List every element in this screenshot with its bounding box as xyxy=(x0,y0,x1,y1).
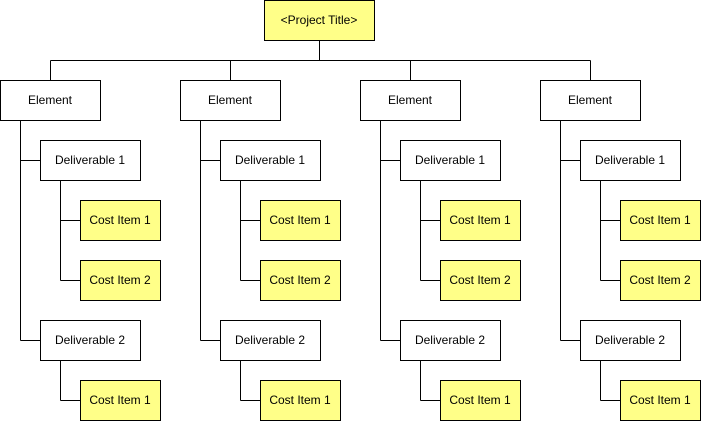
deliverable-node-label: Deliverable 2 xyxy=(55,333,125,347)
element-node: Element xyxy=(360,80,461,121)
deliverable-node: Deliverable 1 xyxy=(220,140,321,181)
element-node: Element xyxy=(180,80,281,121)
element-node-label: Element xyxy=(28,93,73,107)
cost-item-node-box xyxy=(80,380,161,421)
element-node-box xyxy=(540,80,641,121)
cost-item-node-box xyxy=(80,260,161,301)
cost-item-node-label: Cost Item 1 xyxy=(629,393,691,407)
cost-item-node-box xyxy=(440,200,521,241)
cost-item-node-label: Cost Item 1 xyxy=(89,213,151,227)
deliverable-node: Deliverable 1 xyxy=(580,140,681,181)
deliverable-node-box xyxy=(40,320,141,361)
cost-item-node-label: Cost Item 2 xyxy=(629,273,691,287)
cost-item-node: Cost Item 1 xyxy=(80,200,161,241)
cost-item-node: Cost Item 1 xyxy=(260,380,341,421)
project-title-node: <Project Title> xyxy=(264,0,375,41)
element-node-label: Element xyxy=(568,93,613,107)
cost-item-node-box xyxy=(260,200,341,241)
element-node-label: Element xyxy=(208,93,253,107)
deliverable-node-label: Deliverable 1 xyxy=(55,153,125,167)
deliverable-node-box xyxy=(400,320,501,361)
deliverable-node: Deliverable 1 xyxy=(400,140,501,181)
deliverable-node-box xyxy=(220,320,321,361)
deliverable-node: Deliverable 2 xyxy=(580,320,681,361)
connector-lines xyxy=(20,40,620,401)
cost-item-node: Cost Item 1 xyxy=(80,380,161,421)
cost-item-node: Cost Item 1 xyxy=(440,200,521,241)
cost-item-node-label: Cost Item 2 xyxy=(449,273,511,287)
cost-item-node-label: Cost Item 1 xyxy=(89,393,151,407)
element-node-box xyxy=(180,80,281,121)
deliverable-node-box xyxy=(40,140,141,181)
element-node: Element xyxy=(0,80,101,121)
deliverable-node-box xyxy=(580,140,681,181)
deliverable-node: Deliverable 2 xyxy=(400,320,501,361)
deliverable-node-label: Deliverable 1 xyxy=(595,153,665,167)
cost-item-node-box xyxy=(80,200,161,241)
cost-item-node: Cost Item 1 xyxy=(440,380,521,421)
cost-item-node-box xyxy=(440,380,521,421)
cost-item-node-box xyxy=(440,260,521,301)
deliverable-node-label: Deliverable 2 xyxy=(235,333,305,347)
deliverable-node-label: Deliverable 2 xyxy=(415,333,485,347)
project-title-node-box xyxy=(264,0,375,41)
element-node-box xyxy=(360,80,461,121)
cost-item-node-box xyxy=(260,380,341,421)
deliverable-node: Deliverable 2 xyxy=(40,320,141,361)
cost-item-node: Cost Item 1 xyxy=(260,200,341,241)
cost-item-node-label: Cost Item 1 xyxy=(269,393,331,407)
deliverable-node-box xyxy=(220,140,321,181)
deliverable-node: Deliverable 1 xyxy=(40,140,141,181)
cost-item-node-label: Cost Item 1 xyxy=(449,213,511,227)
cost-item-node-label: Cost Item 2 xyxy=(89,273,151,287)
project-title-node-label: <Project Title> xyxy=(281,13,358,27)
cost-item-node-box xyxy=(260,260,341,301)
cost-item-node: Cost Item 2 xyxy=(260,260,341,301)
cost-item-node: Cost Item 2 xyxy=(620,260,701,301)
element-node-box xyxy=(0,80,101,121)
cost-item-node-box xyxy=(620,260,701,301)
cost-item-node-label: Cost Item 1 xyxy=(629,213,691,227)
cost-item-node: Cost Item 2 xyxy=(80,260,161,301)
cost-item-node: Cost Item 1 xyxy=(620,380,701,421)
deliverable-node-label: Deliverable 1 xyxy=(235,153,305,167)
cost-item-node: Cost Item 1 xyxy=(620,200,701,241)
cost-item-node-label: Cost Item 2 xyxy=(269,273,331,287)
cost-item-node-label: Cost Item 1 xyxy=(269,213,331,227)
deliverable-node: Deliverable 2 xyxy=(220,320,321,361)
deliverable-node-label: Deliverable 1 xyxy=(415,153,485,167)
deliverable-node-box xyxy=(580,320,681,361)
element-node-label: Element xyxy=(388,93,433,107)
element-node: Element xyxy=(540,80,641,121)
deliverable-node-label: Deliverable 2 xyxy=(595,333,665,347)
cost-item-node: Cost Item 2 xyxy=(440,260,521,301)
deliverable-node-box xyxy=(400,140,501,181)
cost-item-node-label: Cost Item 1 xyxy=(449,393,511,407)
